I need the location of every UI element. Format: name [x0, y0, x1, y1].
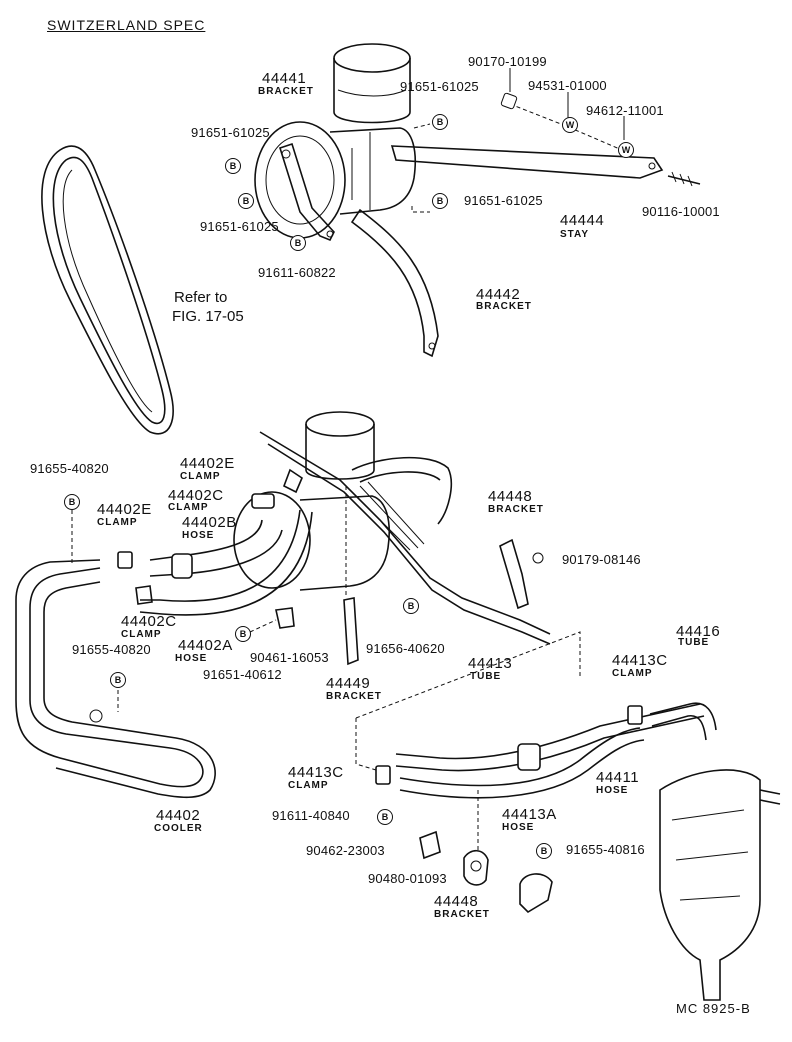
part-91651-61025-a-number[interactable]: 91651-61025: [400, 79, 479, 94]
part-90179-08146-number[interactable]: 90179-08146: [562, 552, 641, 567]
part-44413C-b-number[interactable]: 44413C: [288, 764, 344, 781]
part-44416-name: TUBE: [678, 637, 710, 648]
bolt-marker-icon: B: [290, 235, 306, 251]
part-44411-number[interactable]: 44411: [596, 769, 640, 786]
part-44402-name: COOLER: [154, 823, 203, 834]
part-44411-name: HOSE: [596, 785, 629, 796]
part-44402C-b-name: CLAMP: [121, 629, 162, 640]
part-44402E-a-name: CLAMP: [180, 471, 221, 482]
figure-code: MC 8925-B: [676, 1001, 751, 1016]
part-91651-40612-number[interactable]: 91651-40612: [203, 667, 282, 682]
part-44449-name: BRACKET: [326, 691, 382, 702]
part-90461-16053-number[interactable]: 90461-16053: [250, 650, 329, 665]
part-44448-a-name: BRACKET: [488, 504, 544, 515]
bolt-marker-icon: B: [432, 193, 448, 209]
part-44402E-b-name: CLAMP: [97, 517, 138, 528]
bolt-marker-icon: B: [110, 672, 126, 688]
part-44402B-number[interactable]: 44402B: [182, 514, 237, 531]
bolt-marker-icon: B: [64, 494, 80, 510]
part-44413C-b-name: CLAMP: [288, 780, 329, 791]
part-44402-number[interactable]: 44402: [156, 807, 201, 824]
washer-marker-icon: W: [618, 142, 634, 158]
part-44441-number[interactable]: 44441: [262, 70, 307, 87]
lower-pump-assembly: [117, 411, 551, 666]
part-44441-name: BRACKET: [258, 86, 314, 97]
part-44442-number[interactable]: 44442: [476, 286, 521, 303]
drive-belt: [41, 145, 174, 435]
part-44413A-name: HOSE: [502, 822, 535, 833]
part-91651-61025-c-number[interactable]: 91651-61025: [200, 219, 279, 234]
bolt-marker-icon: B: [235, 626, 251, 642]
part-44413C-a-name: CLAMP: [612, 668, 653, 679]
bolt-marker-icon: B: [536, 843, 552, 859]
reference-line1: Refer to: [174, 289, 228, 306]
bolt-marker-icon: B: [377, 809, 393, 825]
part-90480-01093-number[interactable]: 90480-01093: [368, 871, 447, 886]
part-91611-60822-number[interactable]: 91611-60822: [258, 265, 336, 280]
part-91651-61025-b-number[interactable]: 91651-61025: [191, 125, 270, 140]
part-44448-a-number[interactable]: 44448: [488, 488, 533, 505]
part-91656-40620-number[interactable]: 91656-40620: [366, 641, 445, 656]
part-44402C-a-name: CLAMP: [168, 502, 209, 513]
bolt-marker-icon: B: [238, 193, 254, 209]
part-44402C-b-number[interactable]: 44402C: [121, 613, 177, 630]
steering-gear-assembly: [355, 631, 781, 1001]
part-44413C-a-number[interactable]: 44413C: [612, 652, 668, 669]
part-94612-11001-number[interactable]: 94612-11001: [586, 103, 664, 118]
part-44448-b-number[interactable]: 44448: [434, 893, 479, 910]
part-91655-40820-b-number[interactable]: 91655-40820: [72, 642, 151, 657]
part-91611-40840-number[interactable]: 91611-40840: [272, 808, 350, 823]
part-90462-23003-number[interactable]: 90462-23003: [306, 843, 385, 858]
bolt-marker-icon: B: [225, 158, 241, 174]
part-44413-number[interactable]: 44413: [468, 655, 513, 672]
part-44416-number[interactable]: 44416: [676, 623, 721, 640]
part-44402B-name: HOSE: [182, 530, 215, 541]
part-44402E-b-number[interactable]: 44402E: [97, 501, 152, 518]
cooler-assembly: [15, 510, 216, 799]
part-44444-number[interactable]: 44444: [560, 212, 605, 229]
part-91655-40816-number[interactable]: 91655-40816: [566, 842, 645, 857]
part-90170-10199-number[interactable]: 90170-10199: [468, 54, 547, 69]
bolt-marker-icon: B: [403, 598, 419, 614]
part-44448-b-name: BRACKET: [434, 909, 490, 920]
reference-line2: FIG. 17-05: [172, 308, 244, 325]
part-44413-name: TUBE: [470, 671, 502, 682]
bolt-marker-icon: B: [432, 114, 448, 130]
part-44402A-name: HOSE: [175, 653, 208, 664]
part-44402E-a-number[interactable]: 44402E: [180, 455, 235, 472]
part-44442-name: BRACKET: [476, 301, 532, 312]
part-44402A-number[interactable]: 44402A: [178, 637, 233, 654]
upper-pump-assembly: [254, 43, 701, 358]
part-44413A-number[interactable]: 44413A: [502, 806, 557, 823]
diagram-title: SWITZERLAND SPEC: [47, 17, 206, 33]
part-90116-10001-number[interactable]: 90116-10001: [642, 204, 720, 219]
part-44402C-a-number[interactable]: 44402C: [168, 487, 224, 504]
part-91651-61025-d-number[interactable]: 91651-61025: [464, 193, 543, 208]
part-91655-40820-a-number[interactable]: 91655-40820: [30, 461, 109, 476]
part-44444-name: STAY: [560, 229, 590, 240]
part-94531-01000-number[interactable]: 94531-01000: [528, 78, 607, 93]
part-44449-number[interactable]: 44449: [326, 675, 371, 692]
washer-marker-icon: W: [562, 117, 578, 133]
